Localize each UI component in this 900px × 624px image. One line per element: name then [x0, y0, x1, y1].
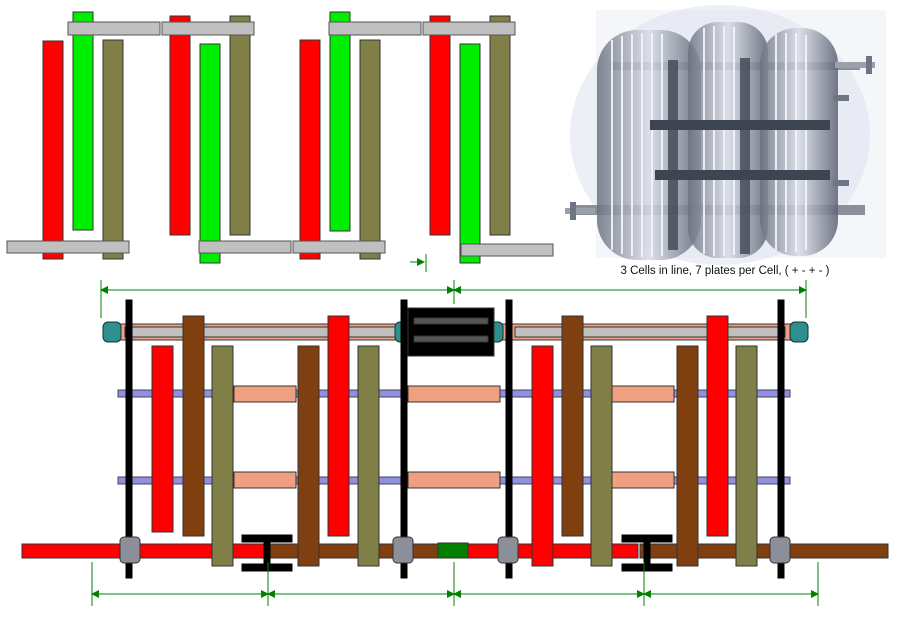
bottom-bus-brown: [639, 543, 889, 559]
green-plate: [329, 11, 351, 232]
olive-plate: [102, 39, 124, 260]
frame-upright: [777, 299, 785, 579]
h-connector-top: [621, 534, 673, 543]
stacked-plate-cell-photo: [565, 5, 886, 265]
rod-sleeve: [233, 471, 297, 489]
cell-plate: [561, 315, 584, 537]
h-connector-top: [241, 534, 293, 543]
center-clamp-slot: [413, 335, 489, 343]
center-clamp-block: [407, 307, 495, 357]
center-green-link: [437, 542, 469, 559]
rod-sleeve: [407, 471, 501, 489]
cell-plate: [182, 315, 205, 537]
frame-upright: [125, 299, 133, 579]
red-plate: [42, 40, 64, 260]
rod-sleeve: [611, 385, 675, 403]
cell-plate: [211, 345, 234, 567]
h-connector-web: [643, 541, 651, 565]
bolt-head: [769, 536, 791, 564]
olive-plate: [229, 15, 251, 236]
spacer-bar: [422, 21, 516, 36]
red-plate: [299, 39, 321, 260]
center-clamp-slot: [413, 317, 489, 325]
cell-plate: [590, 345, 613, 567]
bolt-head: [119, 536, 141, 564]
photo-caption: 3 Cells in line, 7 plates per Cell, ( + …: [620, 265, 830, 277]
cell-plate: [735, 345, 758, 567]
bottom-bus-positive: [21, 543, 273, 559]
spacer-bar: [67, 21, 161, 36]
cell-plate: [327, 315, 350, 537]
cell-plate: [676, 345, 699, 567]
cell-plate: [531, 345, 554, 567]
cell-plate: [151, 345, 174, 533]
frame-upright: [400, 299, 408, 579]
spacer-bar: [198, 240, 292, 254]
frame-upright: [505, 299, 513, 579]
top-connector-core: [124, 326, 396, 338]
spacer-bar: [460, 243, 554, 257]
cell-plate: [357, 345, 380, 567]
bottom-bus-brown: [269, 543, 441, 559]
spacer-bar: [161, 21, 255, 36]
red-plate: [169, 15, 191, 236]
h-connector-bottom: [241, 563, 293, 572]
end-nut: [789, 321, 809, 343]
end-nut: [102, 321, 122, 343]
rod-sleeve: [611, 471, 675, 489]
bolt-head: [392, 536, 414, 564]
spacer-bar: [328, 21, 422, 36]
spacer-bar: [292, 240, 386, 254]
rod-sleeve: [407, 385, 501, 403]
olive-plate: [359, 39, 381, 260]
green-plate: [459, 43, 481, 264]
bottom-assembly-view: [21, 280, 889, 606]
spacer-bar: [6, 240, 130, 254]
bolt-head: [497, 536, 519, 564]
top-connector-core: [514, 326, 786, 338]
h-connector-web: [263, 541, 271, 565]
top-plate-side-view: [6, 11, 554, 272]
cell-plate: [706, 315, 729, 537]
cell-plate: [297, 345, 320, 567]
h-connector-bottom: [621, 563, 673, 572]
green-plate: [72, 11, 94, 231]
olive-plate: [489, 15, 511, 236]
green-plate: [199, 43, 221, 264]
red-plate: [429, 15, 451, 236]
rod-sleeve: [233, 385, 297, 403]
